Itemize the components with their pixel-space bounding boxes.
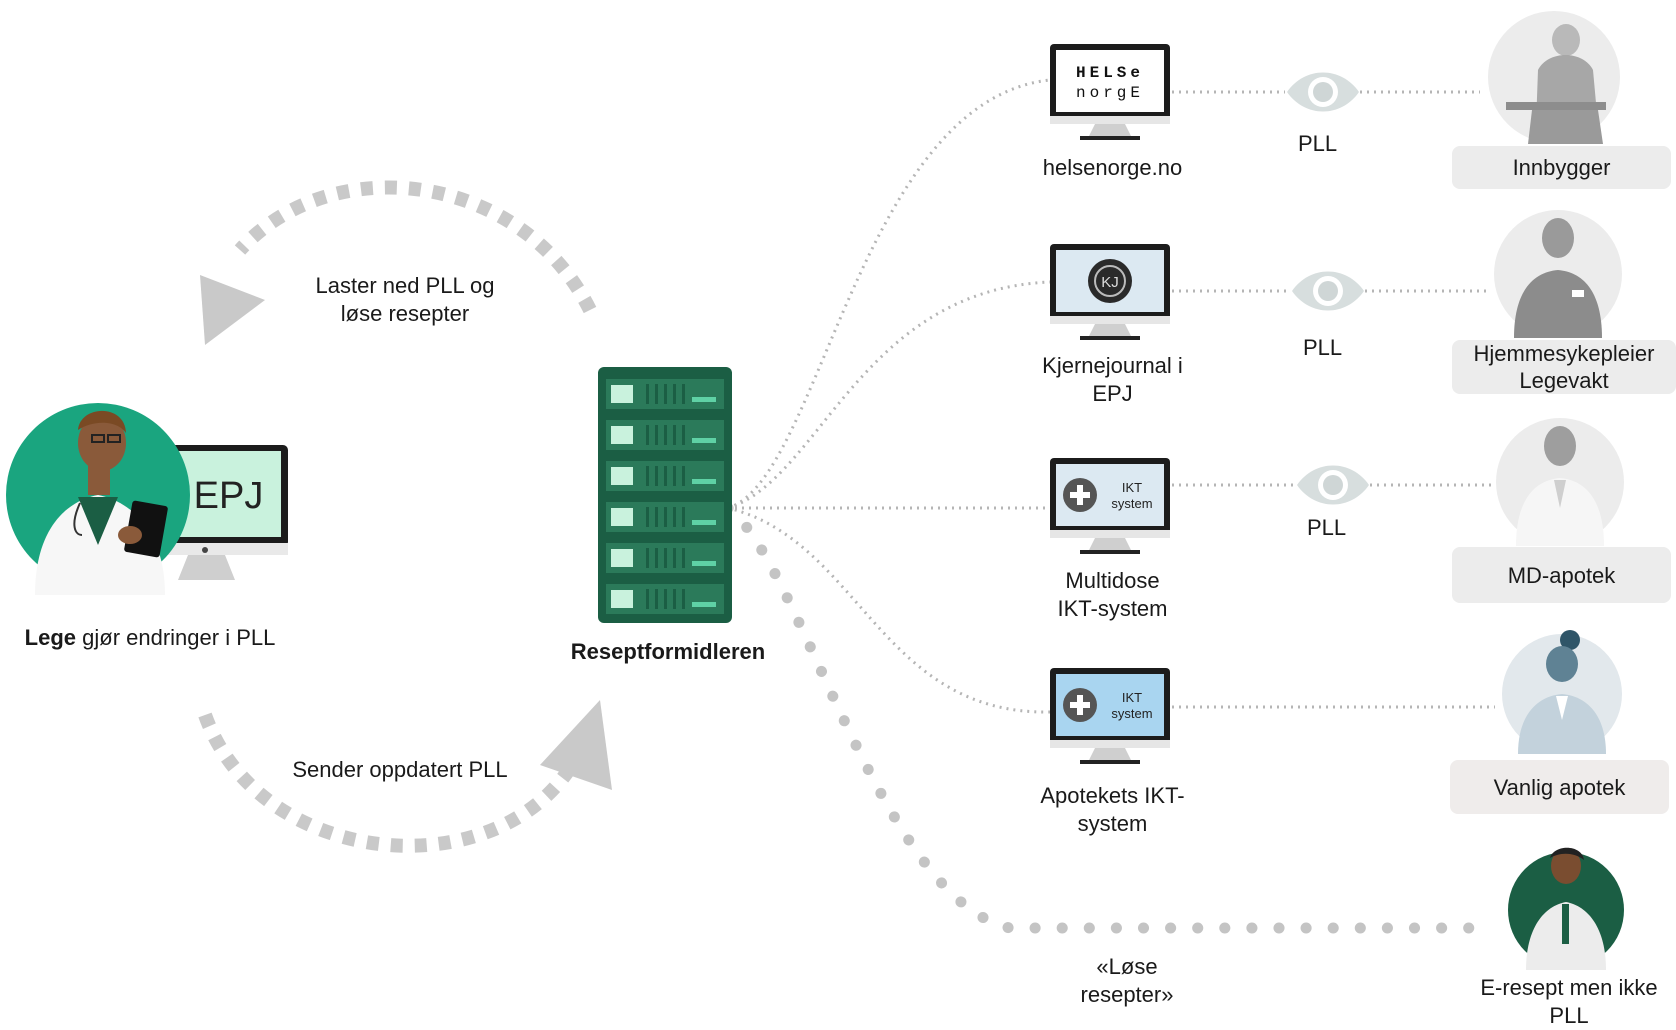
doctor-caption: Lege gjør endringer i PLL: [0, 624, 300, 652]
server-slot-vent: [655, 507, 658, 527]
kjernejournal-label: Kjernejournal i EPJ: [1042, 353, 1183, 406]
server-slot-indicator: [611, 590, 633, 608]
server-slot-vent: [682, 548, 685, 568]
multidose-monitor: IKT system: [1050, 458, 1170, 554]
vanlig-apotek-pill: Vanlig apotek: [1450, 760, 1669, 814]
helsenorge-label: helsenorge.no: [1042, 155, 1183, 180]
server-label: Reseptformidleren: [570, 639, 766, 664]
apotek-monitor: IKT system: [1050, 668, 1170, 764]
upload-arrowhead: [540, 700, 612, 790]
line-to-kjernejournal: [727, 280, 1051, 510]
server-slot-vent: [664, 425, 667, 445]
bottom-path-label: «Løse resepter»: [1080, 954, 1174, 1007]
hjemmesykepleier-pill: Hjemmesykepleier Legevakt: [1452, 340, 1676, 394]
server-slot-led: [692, 397, 716, 402]
server-slot-indicator: [611, 467, 633, 485]
eye-icon: [1292, 271, 1364, 311]
server-slot-vent: [682, 425, 685, 445]
kj-logo-icon: KJ: [1101, 274, 1119, 291]
helsenorge-logo-line2: norgE: [1076, 84, 1144, 102]
epj-monitor-text: EPJ: [193, 475, 264, 517]
helsenorge-monitor: HELSe norgE: [1050, 44, 1170, 140]
pll-label-3: PLL: [1307, 515, 1347, 540]
line-to-eresept: [722, 502, 1496, 934]
server-slot-vent: [646, 548, 649, 568]
innbygger-pill: Innbygger: [1452, 146, 1671, 189]
eye-icon: [1297, 465, 1369, 505]
server-slot-vent: [646, 507, 649, 527]
server-slot-indicator: [611, 385, 633, 403]
server-slot-vent: [682, 507, 685, 527]
server-slot-vent: [664, 466, 667, 486]
download-label: Laster ned PLL og løse resepter: [315, 273, 495, 326]
apotek-label: Apotekets IKT- system: [1040, 783, 1185, 836]
server-slot-led: [692, 520, 716, 525]
kjernejournal-monitor: KJ: [1050, 244, 1170, 340]
server-slot-vent: [673, 384, 676, 404]
vanlig-apotek-avatar: [1502, 630, 1622, 754]
server-slot-led: [692, 438, 716, 443]
server-slot-vent: [682, 466, 685, 486]
server-slot-vent: [673, 466, 676, 486]
server-slot-vent: [664, 384, 667, 404]
eye-icon: [1287, 72, 1359, 112]
server-slot-vent: [655, 589, 658, 609]
server-slot-indicator: [611, 426, 633, 444]
apotek-screen-line1: IKT: [1122, 690, 1142, 705]
hjemmesykepleier-avatar: [1494, 210, 1622, 338]
server-slot-vent: [664, 548, 667, 568]
server-slot-vent: [655, 425, 658, 445]
server-slot-vent: [655, 384, 658, 404]
server-slot-vent: [673, 548, 676, 568]
pll-label-1: PLL: [1298, 131, 1338, 156]
innbygger-avatar: [1488, 11, 1620, 144]
server-slot-vent: [673, 507, 676, 527]
line-to-apotek: [727, 506, 1051, 714]
upload-label: Sender oppdatert PLL: [292, 757, 508, 782]
server-slot-vent: [655, 466, 658, 486]
apotek-screen-line2: system: [1111, 706, 1152, 721]
helsenorge-logo-line1: HELSe: [1076, 64, 1144, 82]
eresept-label: E-resept men ikke PLL: [1480, 975, 1658, 1028]
server-slot-vent: [646, 384, 649, 404]
server-slot-vent: [682, 589, 685, 609]
line-to-helsenorge: [727, 78, 1051, 510]
doctor-group: EPJ: [0, 385, 300, 595]
md-apotek-pill: MD-apotek: [1452, 547, 1671, 603]
server-slot-vent: [655, 548, 658, 568]
server-slot-led: [692, 561, 716, 566]
multidose-screen-line1: IKT: [1122, 480, 1142, 495]
doctor-with-tablet-icon: [6, 403, 288, 595]
server-slot-vent: [646, 589, 649, 609]
doctor-caption-bold: Lege: [24, 625, 77, 650]
server-rack-icon: [598, 367, 732, 623]
server-slot-vent: [673, 425, 676, 445]
server-slot-led: [692, 479, 716, 484]
server-slot-vent: [682, 384, 685, 404]
server-slot-vent: [664, 589, 667, 609]
download-arrowhead: [200, 275, 265, 345]
pll-label-2: PLL: [1303, 335, 1343, 360]
upload-arrow: [198, 712, 582, 853]
server-slot-vent: [646, 425, 649, 445]
multidose-screen-line2: system: [1111, 496, 1152, 511]
server-slot-vent: [646, 466, 649, 486]
server-slot-led: [692, 602, 716, 607]
multidose-label: Multidose IKT-system: [1057, 568, 1168, 621]
server-slot-indicator: [611, 549, 633, 567]
md-apotek-avatar: [1496, 418, 1624, 546]
eresept-avatar: [1508, 847, 1624, 970]
server-slot-vent: [664, 507, 667, 527]
server-slot-indicator: [611, 508, 633, 526]
doctor-caption-rest: gjør endringer i PLL: [76, 625, 276, 650]
server-slot-vent: [673, 589, 676, 609]
